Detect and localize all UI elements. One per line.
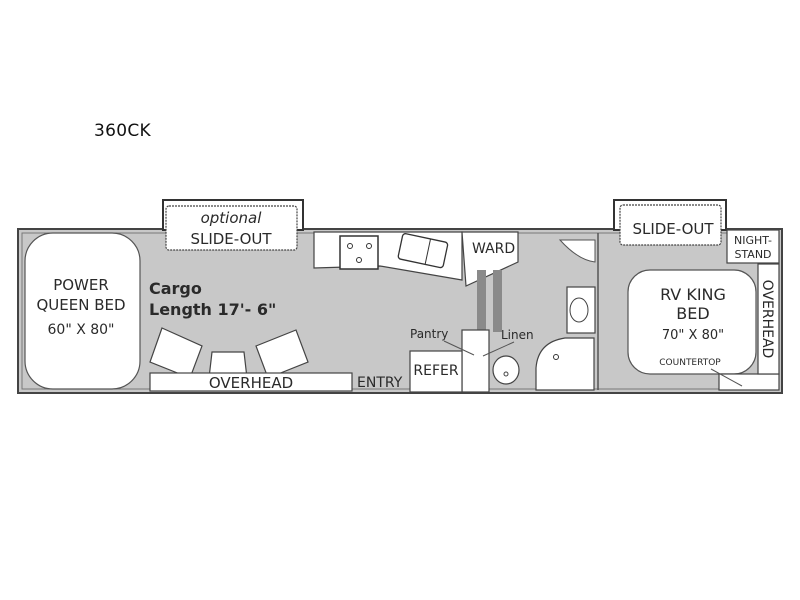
ward-label: WARD bbox=[472, 241, 515, 257]
front-slideout-label: SLIDE-OUT bbox=[190, 230, 272, 248]
power-bed-size: 60" X 80" bbox=[48, 322, 115, 338]
cargo-length-label: Length 17'- 6" bbox=[149, 300, 276, 319]
rear-overhead: OVERHEAD bbox=[757, 263, 780, 375]
toilet-icon bbox=[492, 355, 520, 385]
entry-label: ENTRY bbox=[357, 375, 403, 391]
bathroom bbox=[535, 233, 599, 391]
closet-door bbox=[477, 270, 486, 332]
pantry-linen: Pantry Linen bbox=[410, 327, 534, 393]
pantry-label: Pantry bbox=[410, 327, 448, 341]
king-bed-label-2: BED bbox=[676, 304, 709, 323]
king-bed-label-1: RV KING bbox=[660, 285, 726, 304]
rear-slideout: SLIDE-OUT bbox=[613, 199, 727, 246]
rv-king-bed: RV KING BED 70" X 80" COUNTERTOP bbox=[627, 269, 757, 375]
nightstand-label-2: STAND bbox=[734, 248, 771, 261]
closet-door bbox=[493, 270, 502, 332]
power-bed-label-2: QUEEN BED bbox=[36, 296, 125, 314]
model-name: 360CK bbox=[94, 121, 151, 141]
power-bed-label-1: POWER bbox=[53, 276, 109, 294]
rear-overhead-label: OVERHEAD bbox=[759, 280, 775, 359]
king-bed-size: 70" X 80" bbox=[662, 328, 724, 343]
nightstand-label-1: NIGHT- bbox=[734, 234, 772, 247]
stove-icon bbox=[339, 235, 379, 270]
lounge-seating bbox=[149, 327, 309, 379]
front-slideout: optional SLIDE-OUT bbox=[162, 199, 304, 251]
countertop-label: COUNTERTOP bbox=[659, 358, 721, 368]
wardrobe: WARD bbox=[461, 231, 519, 287]
shower-icon bbox=[535, 337, 595, 391]
slideout-optional-label: optional bbox=[201, 209, 263, 227]
countertop bbox=[710, 368, 780, 391]
bath-sink-icon bbox=[569, 297, 589, 323]
front-overhead-label: OVERHEAD bbox=[209, 374, 293, 392]
power-queen-bed: POWER QUEEN BED 60" X 80" bbox=[24, 232, 141, 390]
linen-label: Linen bbox=[501, 328, 534, 342]
refrigerator: REFER bbox=[409, 350, 463, 393]
kitchen-counter bbox=[313, 231, 463, 281]
nightstand: NIGHT- STAND bbox=[726, 229, 780, 264]
cargo-label: Cargo bbox=[149, 279, 202, 298]
bath-door-icon bbox=[558, 239, 596, 263]
refer-label: REFER bbox=[413, 363, 458, 379]
sink-icon bbox=[397, 233, 449, 269]
rear-slideout-label: SLIDE-OUT bbox=[632, 220, 714, 238]
front-overhead: OVERHEAD bbox=[149, 372, 353, 392]
